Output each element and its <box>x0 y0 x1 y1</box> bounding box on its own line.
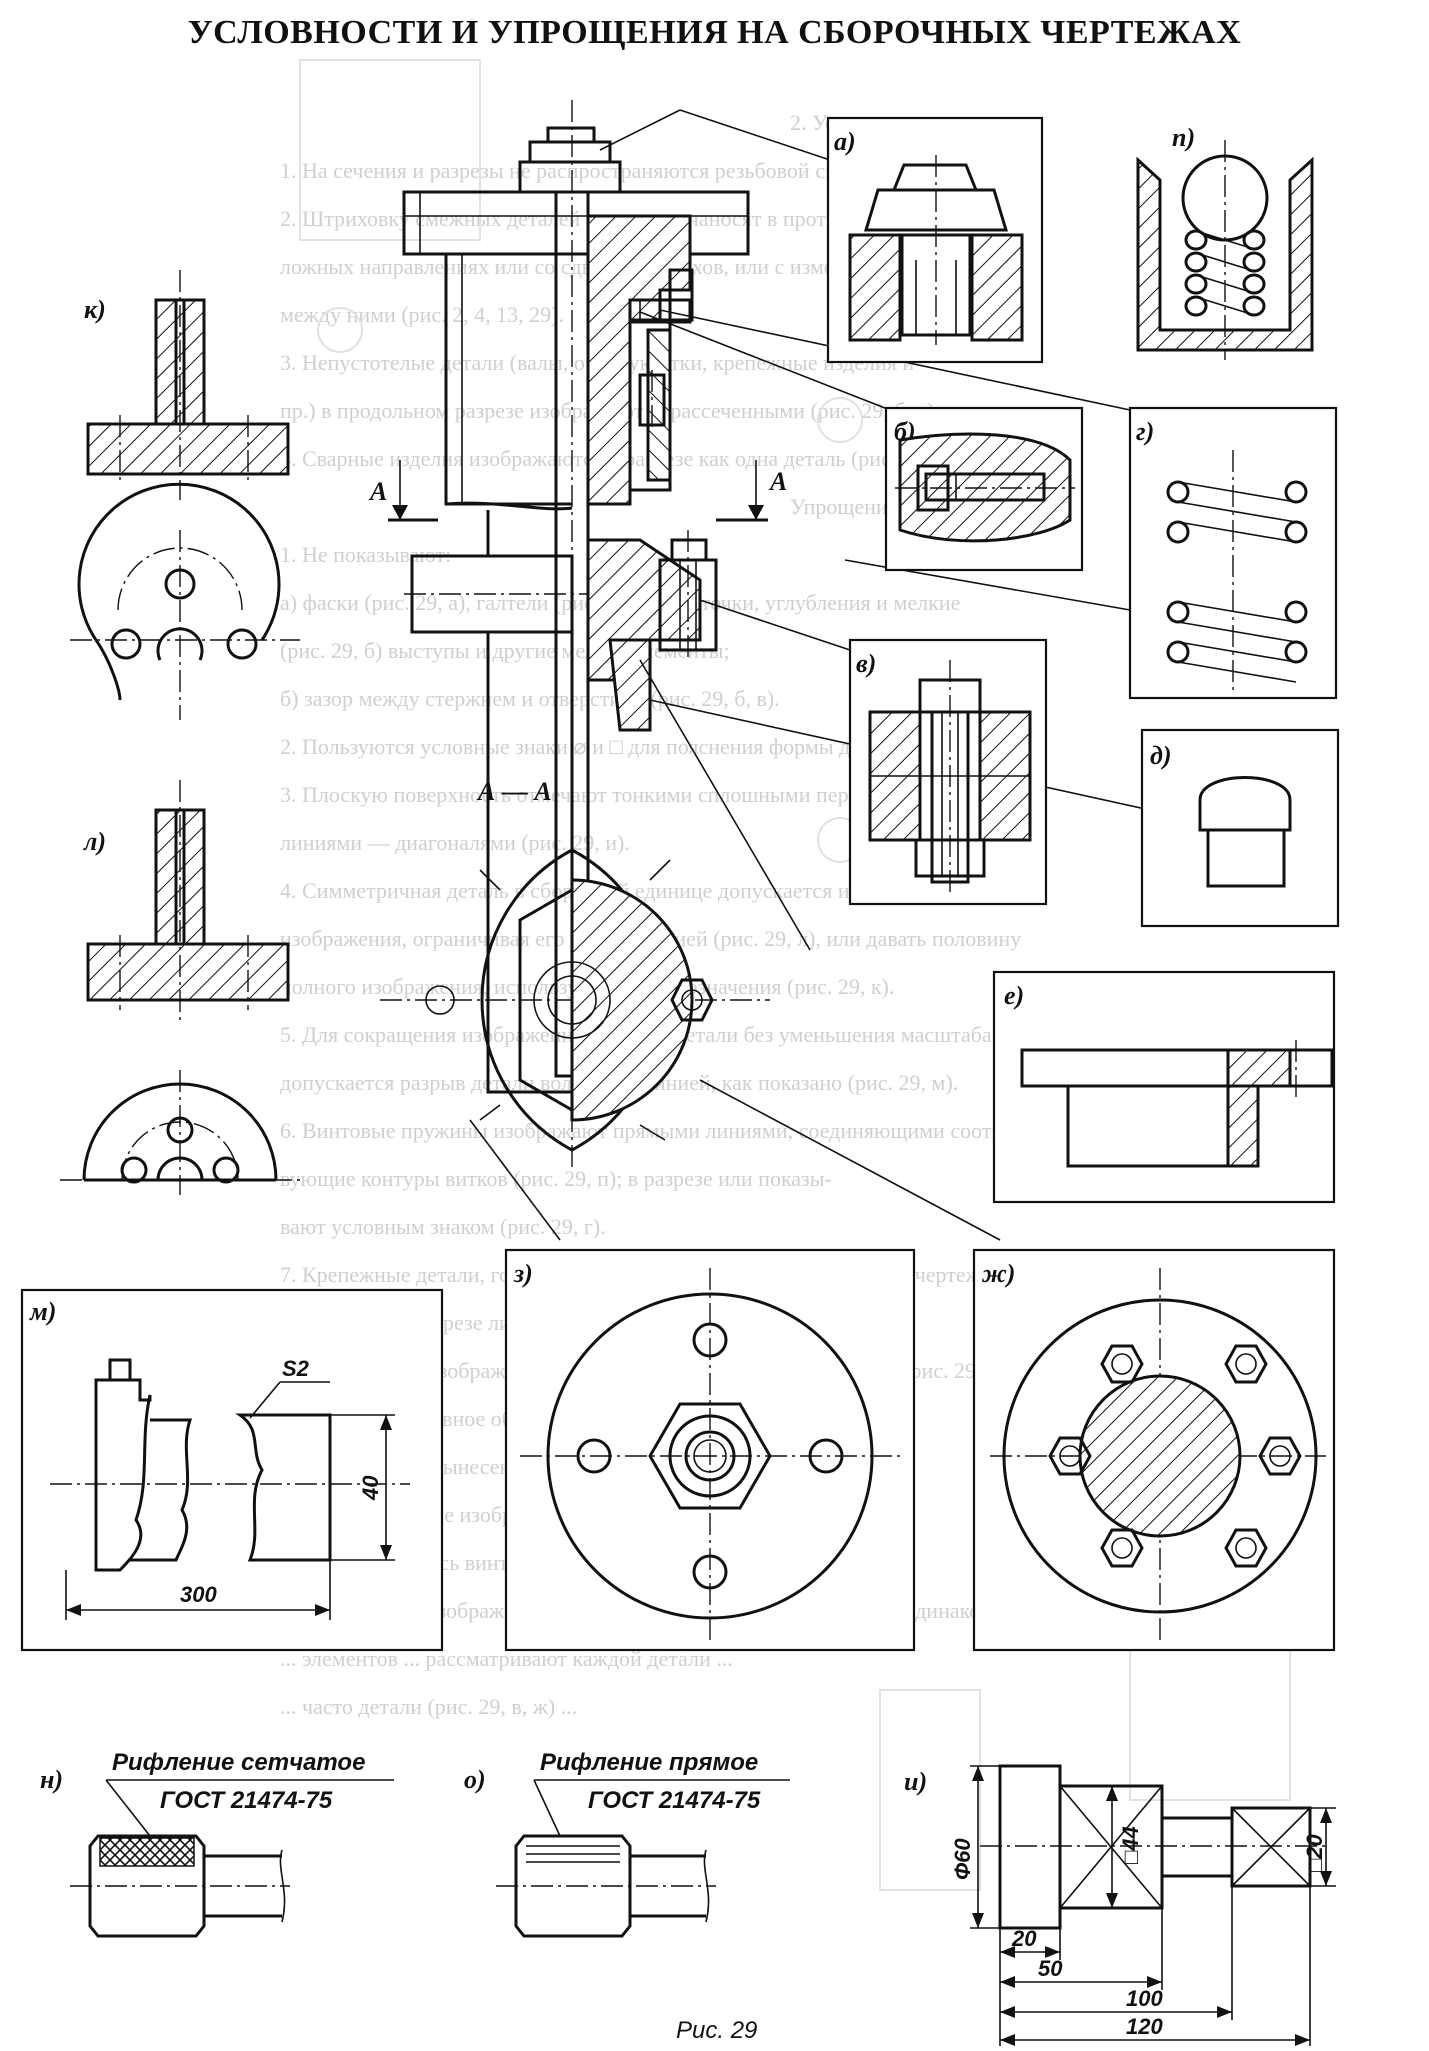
section-mark-right: А <box>768 467 787 496</box>
detail-e: е) <box>992 970 1336 1204</box>
label-v: в) <box>856 649 876 678</box>
ghost-text-line: 2. Штриховку смежных деталей в разрезах … <box>280 206 889 231</box>
dim-m-length: 300 <box>180 1582 217 1607</box>
label-zh: ж) <box>981 1259 1015 1288</box>
knurl-straight-line2: ГОСТ 21474-75 <box>588 1787 761 1814</box>
knurl-mesh-line2: ГОСТ 21474-75 <box>160 1787 333 1814</box>
detail-z: з) <box>504 1248 916 1652</box>
label-d: д) <box>1150 741 1172 770</box>
knurl-mesh-line1: Рифление сетчатое <box>112 1749 365 1776</box>
figure-caption: Рис. 29 <box>676 2017 757 2044</box>
ghost-text-line: б) зазор между стержнем и отверстием (ри… <box>280 686 780 711</box>
ghost-text-line: между ними (рис. 2, 4, 13, 29). <box>280 302 564 327</box>
detail-o: о) Рифление прямое ГОСТ 21474-75 <box>464 1749 790 1938</box>
label-o: о) <box>464 1765 486 1794</box>
dim-i-l120: 120 <box>1126 2014 1163 2039</box>
main-assembly: А А <box>368 100 787 1094</box>
label-e: е) <box>1004 981 1024 1010</box>
dim-i-d60: Ф60 <box>950 1838 975 1880</box>
page-title: УСЛОВНОСТИ И УПРОЩЕНИЯ НА СБОРОЧНЫХ ЧЕРТ… <box>187 14 1242 51</box>
dim-i-l50: 50 <box>1038 1956 1063 1981</box>
label-i: и) <box>904 1767 927 1796</box>
detail-a: а) <box>826 116 1044 364</box>
label-n: н) <box>40 1765 63 1794</box>
knurl-straight-line1: Рифление прямое <box>540 1749 758 1776</box>
dim-i-sq44: □44 <box>1118 1826 1143 1864</box>
detail-l: л) <box>60 780 300 1195</box>
dim-m-s: S2 <box>282 1356 310 1381</box>
label-m: м) <box>29 1297 56 1326</box>
nuts-zh <box>1048 1344 1302 1568</box>
detail-p: п) <box>1136 123 1314 360</box>
ghost-text-line: вующие контуры витков (рис. 29, п); в ра… <box>280 1166 832 1191</box>
detail-b: б) <box>884 406 1084 572</box>
detail-d: д) <box>1140 728 1340 928</box>
dim-i-sq20: □20 <box>1302 1833 1327 1872</box>
label-p: п) <box>1172 123 1195 152</box>
section-title: А — А <box>476 777 552 806</box>
detail-v: в) <box>848 638 1048 906</box>
ghost-text-line: (рис. 29, б) выступы и другие мелкие эле… <box>280 638 730 663</box>
ghost-text-line: ... часто детали (рис. 29, в, ж) ... <box>280 1694 577 1719</box>
ghost-text-line: Упрощения <box>790 494 898 519</box>
label-g: г) <box>1136 417 1154 446</box>
detail-n: н) Рифление сетчатое ГОСТ 21474-75 <box>40 1749 394 1938</box>
detail-zh: ж) <box>972 1248 1336 1652</box>
detail-m: м) 40 300 S2 <box>20 1288 444 1652</box>
detail-g: г) <box>1128 406 1338 700</box>
dim-m-height: 40 <box>358 1475 383 1501</box>
ghost-text-line: вают условным знаком (рис. 29, г). <box>280 1214 606 1239</box>
detail-k: к) <box>70 270 300 720</box>
section-a-a: А — А <box>380 777 770 1170</box>
dim-i-l100: 100 <box>1126 1986 1163 2011</box>
label-a: а) <box>834 127 856 156</box>
spring-coils-p <box>1184 229 1266 317</box>
section-mark-left: А <box>368 477 387 506</box>
dim-i-l20: 20 <box>1011 1926 1037 1951</box>
label-k: к) <box>84 295 106 324</box>
label-l: л) <box>83 827 106 856</box>
label-z: з) <box>513 1259 533 1288</box>
detail-i: и) Ф60 □44 □20 20 <box>904 1764 1336 2046</box>
